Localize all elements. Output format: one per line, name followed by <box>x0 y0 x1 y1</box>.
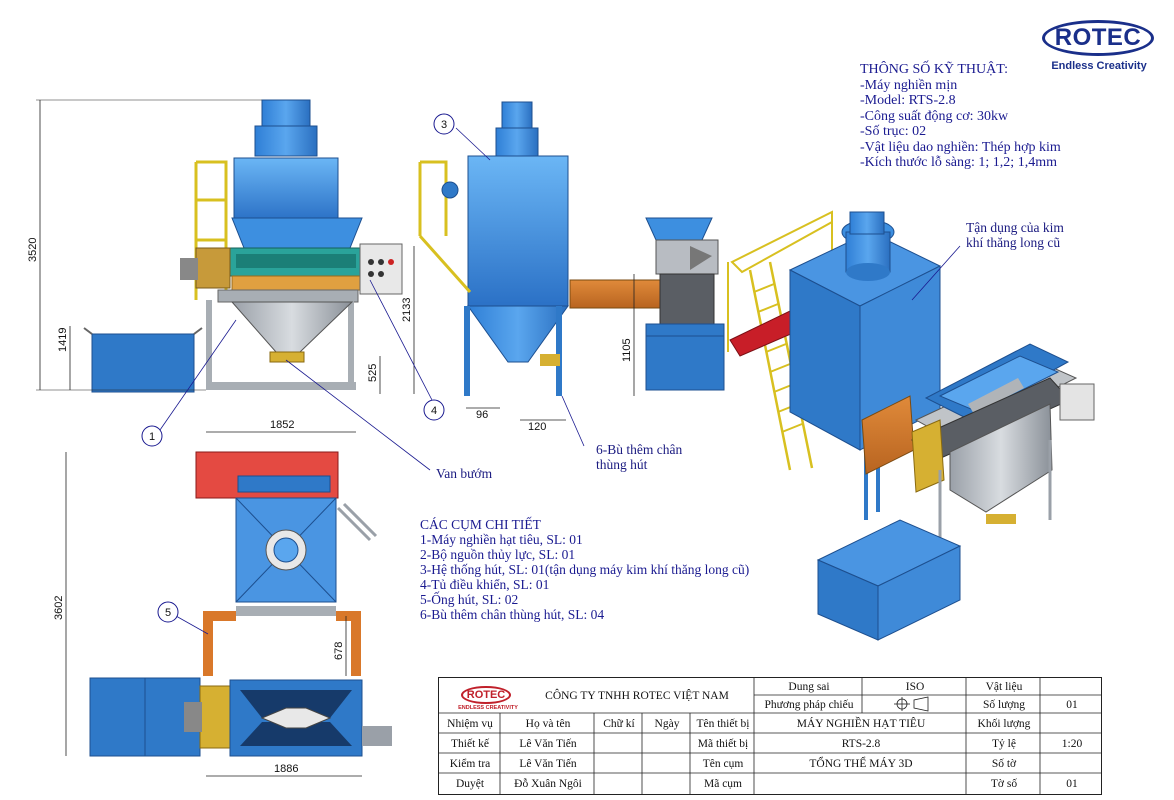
ten-cum-value: TỔNG THỂ MÁY 3D <box>809 758 913 770</box>
callout-tan-dung: Tận dụng của kim khí thăng long cũ <box>966 220 1064 250</box>
top-view <box>65 451 392 777</box>
chu-ki-label: Chữ kí <box>603 718 635 730</box>
dim-120: 120 <box>528 421 546 433</box>
ho-ten-label: Họ và tên <box>525 718 571 730</box>
title-block-logo-tagline: ENDLESS CREATIVITY <box>458 705 518 711</box>
callout-tan-dung-line1: Tận dụng của kim <box>966 220 1064 235</box>
kiem-tra-name: Lê Văn Tiến <box>519 758 577 770</box>
technical-specs: THÔNG SỐ KỸ THUẬT: -Máy nghiền mịn -Mode… <box>860 62 1061 171</box>
title-block: ROTEC ENDLESS CREATIVITY CÔNG TY TNHH RO… <box>438 677 1102 795</box>
title-block-grid <box>438 677 1102 795</box>
dim-2133: 2133 <box>401 298 413 322</box>
nhiem-vu-label: Nhiệm vụ <box>447 718 493 730</box>
rotec-logo: ROTEC Endless Creativity <box>1040 20 1158 80</box>
duyet-name: Đỗ Xuân Ngôi <box>514 778 582 790</box>
dung-sai-value: ISO <box>905 681 925 693</box>
balloon-3: 3 <box>433 113 455 135</box>
thiet-ke-label: Thiết kế <box>451 738 489 750</box>
parts-list: CÁC CỤM CHI TIẾT 1-Máy nghiền hạt tiêu, … <box>420 517 749 622</box>
phuong-phap-label: Phương pháp chiếu <box>764 699 854 711</box>
dim-1886: 1886 <box>274 763 298 775</box>
callout-van-buom: Van bướm <box>436 466 493 481</box>
dim-96: 96 <box>476 409 488 421</box>
dim-3520: 3520 <box>27 238 39 262</box>
spec-line: -Máy nghiền mịn <box>860 77 958 93</box>
so-luong-value: 01 <box>1066 699 1078 711</box>
company-name: CÔNG TY TNHH ROTEC VIỆT NAM <box>545 690 729 702</box>
to-so-label: Tờ số <box>990 778 1018 790</box>
ten-thiet-bi-value: MÁY NGHIỀN HẠT TIÊU <box>796 718 926 730</box>
balloon-4: 4 <box>423 399 445 421</box>
front-view <box>36 99 415 433</box>
ty-le-value: 1:20 <box>1061 738 1083 750</box>
part-line: 6-Bù thêm chân thùng hút, SL: 04 <box>420 607 605 622</box>
callout-bu-them-line1: 6-Bù thêm chân <box>596 442 683 457</box>
part-line: 4-Tủ điều khiển, SL: 01 <box>420 577 550 592</box>
part-line: 2-Bộ nguồn thủy lực, SL: 01 <box>420 547 576 562</box>
to-so-value: 01 <box>1066 778 1078 790</box>
callout-bu-them-line2: thùng hút <box>596 457 648 472</box>
dim-525: 525 <box>367 364 379 382</box>
specs-heading: THÔNG SỐ KỸ THUẬT: <box>860 62 1008 77</box>
ten-cum-label: Tên cụm <box>702 758 744 770</box>
ma-cum-label: Mã cụm <box>703 778 742 790</box>
thiet-ke-name: Lê Văn Tiến <box>519 738 577 750</box>
logo-brand: ROTEC <box>1054 24 1142 51</box>
dim-1105: 1105 <box>621 338 633 362</box>
dim-3602: 3602 <box>53 596 65 620</box>
spec-line: -Model: RTS-2.8 <box>860 93 956 108</box>
balloon-5-label: 5 <box>165 607 171 619</box>
projection-method-symbol <box>894 696 929 712</box>
kiem-tra-label: Kiểm tra <box>449 758 491 770</box>
iso-view <box>727 210 1095 641</box>
part-line: 1-Máy nghiền hạt tiêu, SL: 01 <box>420 532 583 547</box>
side-view <box>418 101 725 421</box>
spec-line: -Kích thước lỗ sàng: 1; 1,2; 1,4mm <box>860 155 1057 170</box>
dim-678: 678 <box>333 642 345 660</box>
title-block-logo: ROTEC <box>461 686 511 704</box>
spec-line: -Vật liệu dao nghiền: Thép hợp kim <box>860 139 1061 155</box>
callout-bu-them: 6-Bù thêm chân thùng hút <box>596 442 682 472</box>
vat-lieu-label: Vật liệu <box>985 681 1023 693</box>
ty-le-label: Tỷ lệ <box>992 738 1016 750</box>
balloon-4-label: 4 <box>431 405 437 417</box>
dung-sai-label: Dung sai <box>788 681 830 693</box>
dim-1852: 1852 <box>270 419 294 431</box>
balloon-3-label: 3 <box>441 119 447 131</box>
spec-line: -Công suất động cơ: 30kw <box>860 108 1009 124</box>
logo-tagline: Endless Creativity <box>1051 60 1147 72</box>
balloon-5: 5 <box>157 601 179 623</box>
part-line: 5-Ống hút, SL: 02 <box>420 592 519 607</box>
ngay-label: Ngày <box>654 718 680 730</box>
logo-oval: ROTEC <box>1042 20 1154 56</box>
khoi-luong-label: Khối lượng <box>977 718 1031 730</box>
spec-line: -Số trục: 02 <box>860 124 927 139</box>
leader-lines <box>159 127 961 635</box>
ma-thiet-bi-label: Mã thiết bị <box>697 738 749 750</box>
ma-thiet-bi-value: RTS-2.8 <box>841 738 881 750</box>
duyet-label: Duyệt <box>455 778 485 790</box>
callout-tan-dung-line2: khí thăng long cũ <box>966 235 1061 250</box>
part-line: 3-Hệ thống hút, SL: 01(tận dụng máy kim … <box>420 562 750 577</box>
balloon-1: 1 <box>141 425 163 447</box>
dim-1419: 1419 <box>57 328 69 352</box>
so-to-label: Số tờ <box>991 758 1017 770</box>
ten-thiet-bi-label: Tên thiết bị <box>696 718 750 730</box>
balloon-1-label: 1 <box>149 431 155 443</box>
so-luong-label: Số lượng <box>982 699 1026 711</box>
parts-heading: CÁC CỤM CHI TIẾT <box>420 517 541 532</box>
